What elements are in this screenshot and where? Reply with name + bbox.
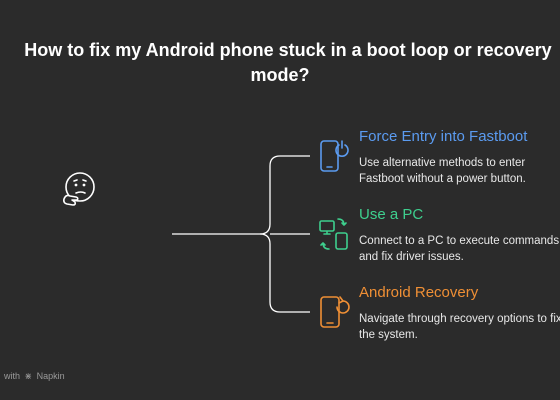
footer-credit: with ⋇ Napkin <box>4 371 65 382</box>
branch-2-title: Use a PC <box>359 206 424 223</box>
branch-3-description: Navigate through recovery options to fix… <box>359 313 560 341</box>
title-line-2: mode? <box>250 65 310 85</box>
footer-brand: Napkin <box>36 371 65 381</box>
phone-power-icon <box>320 140 349 172</box>
footer-prefix: with <box>4 371 21 381</box>
bracket-line <box>259 155 310 313</box>
phone-recovery-icon <box>320 296 350 328</box>
diagram-title: How to fix my Android phone stuck in a b… <box>0 38 560 88</box>
branch-1-description: Use alternative methods to enter Fastboo… <box>359 157 526 185</box>
branch-1-title: Force Entry into Fastboot <box>359 128 528 145</box>
title-line-1: How to fix my Android phone stuck in a b… <box>24 40 552 60</box>
thinking-face-icon <box>63 172 95 206</box>
napkin-logo-icon: ⋇ <box>24 371 33 381</box>
branch-3-title: Android Recovery <box>359 284 479 301</box>
branch-2-description: Connect to a PC to execute commands and … <box>359 235 560 263</box>
pc-phone-sync-icon <box>319 218 348 250</box>
